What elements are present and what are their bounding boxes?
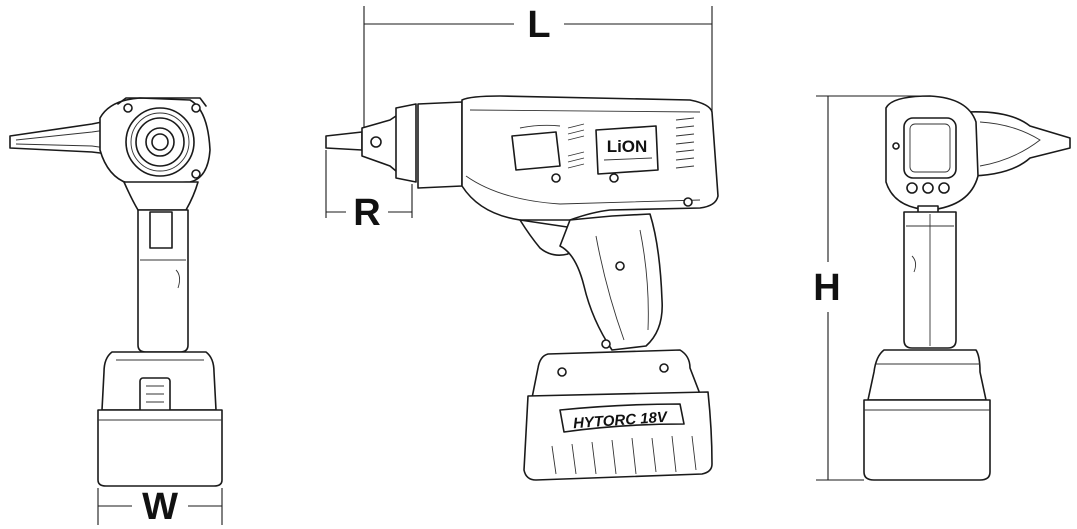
- width-dimension: W: [97, 486, 223, 528]
- side-view: LiON HYTORC 18V: [325, 95, 719, 481]
- reaction-dimension: R: [325, 150, 413, 234]
- front-view: [9, 97, 223, 487]
- width-label: W: [142, 486, 178, 528]
- reaction-label: R: [353, 192, 380, 234]
- battery-logo: LiON: [607, 137, 648, 156]
- length-label: L: [527, 4, 550, 46]
- length-dimension: L: [363, 4, 713, 128]
- battery-brand: HYTORC 18V: [573, 409, 670, 433]
- height-dimension: H: [813, 95, 920, 481]
- rear-view: [863, 95, 1071, 481]
- height-label: H: [813, 267, 840, 309]
